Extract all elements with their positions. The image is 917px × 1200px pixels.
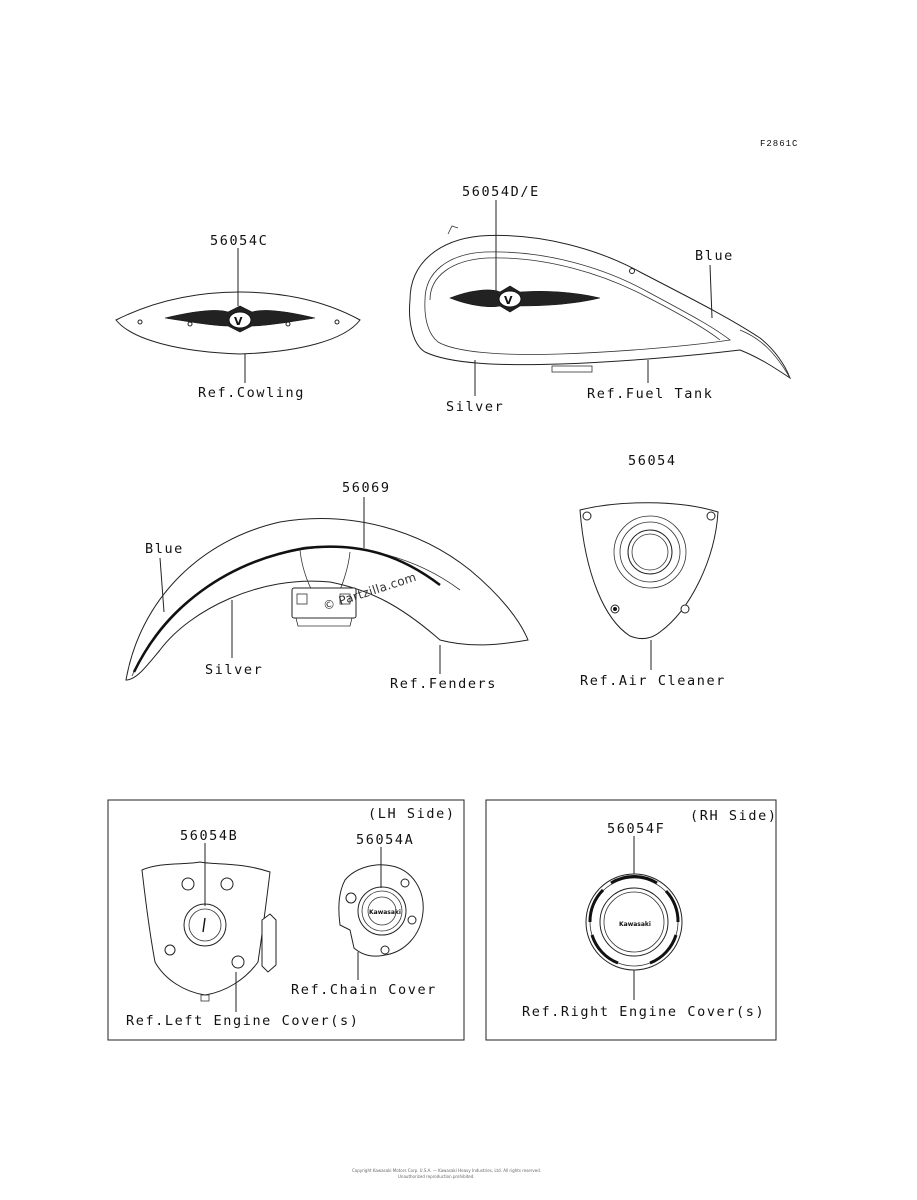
left-engine-cover-illustration xyxy=(141,861,277,1002)
tank-blue-label: Blue xyxy=(695,248,734,264)
fuel-tank-illustration: V xyxy=(409,225,792,380)
tank-ref-label: Ref.Fuel Tank xyxy=(587,386,713,402)
svg-text:V: V xyxy=(504,294,513,307)
lh-panel-title: (LH Side) xyxy=(368,806,456,822)
tank-part-label: 56054D/E xyxy=(462,184,540,200)
left-cover-part-label: 56054B xyxy=(180,828,238,844)
chain-cover-illustration: Kawasaki xyxy=(338,864,424,957)
right-engine-cover-illustration: Kawasaki xyxy=(585,873,683,971)
lh-side-panel xyxy=(107,799,465,1041)
chain-cover-badge-text: Kawasaki xyxy=(369,909,401,916)
fender-part-label: 56069 xyxy=(342,480,391,496)
aircleaner-ref-label: Ref.Air Cleaner xyxy=(580,673,726,689)
cowling-part-label: 56054C xyxy=(210,233,268,249)
fender-silver-label: Silver xyxy=(205,662,263,678)
fender-blue-leader xyxy=(159,557,165,613)
chain-cover-part-label: 56054A xyxy=(356,832,414,848)
cowling-emblem-illustration: V xyxy=(115,291,361,355)
chain-cover-ref-label: Ref.Chain Cover xyxy=(291,982,437,998)
fender-ref-label: Ref.Fenders xyxy=(390,676,497,692)
cowling-ref-label: Ref.Cowling xyxy=(198,385,305,401)
fender-illustration xyxy=(125,518,529,681)
right-cover-part-label: 56054F xyxy=(607,821,665,837)
svg-text:V: V xyxy=(234,315,243,328)
air-cleaner-illustration xyxy=(579,502,719,640)
fender-blue-label: Blue xyxy=(145,541,184,557)
footer-line-1: Copyright Kawasaki Motors Corp. U.S.A. —… xyxy=(352,1168,541,1173)
rh-side-panel xyxy=(485,799,777,1041)
left-cover-ref-label: Ref.Left Engine Cover(s) xyxy=(126,1013,359,1029)
footer-line-2: Unauthorized reproduction prohibited. xyxy=(398,1174,475,1179)
tank-silver-label: Silver xyxy=(446,399,504,415)
aircleaner-part-label: 56054 xyxy=(628,453,677,469)
tank-blue-leader xyxy=(709,264,713,319)
right-cover-ref-label: Ref.Right Engine Cover(s) xyxy=(522,1004,765,1020)
right-cover-badge-text: Kawasaki xyxy=(619,921,651,928)
rh-panel-title: (RH Side) xyxy=(690,808,778,824)
figure-code: F2861C xyxy=(760,139,798,149)
